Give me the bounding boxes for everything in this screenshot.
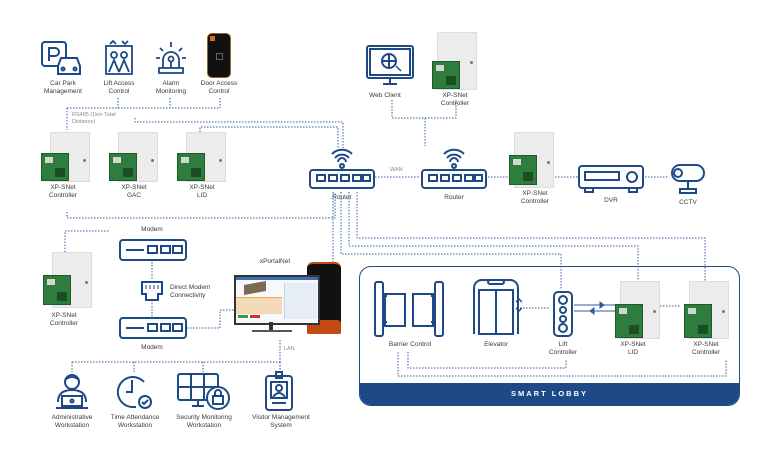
barrier-gate-icon[interactable] bbox=[373, 280, 445, 343]
circuit-board-icon bbox=[43, 275, 71, 305]
car-park-label: Car Park Management bbox=[44, 80, 82, 95]
remote-controller-label: XP-SNet Controller bbox=[440, 92, 470, 107]
lift-access-label: Lift Access Control bbox=[103, 80, 135, 95]
lift-access-icon bbox=[104, 39, 134, 81]
alarm-icon bbox=[154, 40, 188, 81]
site-controller-label: XP-SNet Controller bbox=[520, 190, 550, 205]
router-lift-line bbox=[340, 192, 562, 290]
smart-lobby-panel: SMART LOBBY bbox=[359, 266, 740, 406]
lobby-bottom-line-2 bbox=[397, 352, 727, 377]
gac-panel[interactable] bbox=[109, 132, 158, 182]
wan-label: WAN bbox=[390, 167, 403, 173]
lobby-bottom-line-1 bbox=[407, 352, 567, 369]
controller-to-router-line-1 bbox=[134, 118, 344, 148]
cctv-label: CCTV bbox=[679, 199, 697, 206]
controller-to-router-line-2 bbox=[199, 126, 339, 148]
id-badge-icon[interactable] bbox=[262, 370, 296, 417]
time-attendance-label: Time Attendance Workstation bbox=[110, 414, 160, 429]
router-main-label: Router bbox=[332, 194, 352, 201]
modem-top-icon[interactable] bbox=[118, 238, 188, 267]
circuit-board-icon bbox=[109, 153, 137, 181]
dvr-icon[interactable] bbox=[577, 164, 645, 199]
remote-controller-panel[interactable] bbox=[432, 32, 477, 90]
monitor-screen[interactable] bbox=[234, 275, 320, 325]
router-main-icon[interactable] bbox=[308, 142, 376, 197]
rs485-note: RS485 (1km Total Distance) bbox=[72, 112, 116, 125]
router-remote-icon[interactable] bbox=[420, 142, 488, 197]
gac-label: XP-SNet GAC bbox=[121, 184, 147, 199]
visitor-management-label: Visitor Management System bbox=[252, 414, 310, 429]
monitor-stand bbox=[269, 322, 273, 330]
web-client-line bbox=[391, 100, 457, 146]
router-remote-label: Router bbox=[444, 194, 464, 201]
door-access-label: Door Access Control bbox=[200, 80, 238, 95]
direct-modem-label: Direct Modem Connectivity bbox=[170, 284, 211, 299]
lid-panel[interactable] bbox=[177, 132, 226, 182]
alarm-label: Alarm Monitoring bbox=[155, 80, 187, 95]
modem-controller-label: XP-SNet Controller bbox=[49, 312, 79, 327]
dvr-label: DVR bbox=[604, 197, 618, 204]
hardware-photo bbox=[244, 281, 266, 295]
smart-lobby-title: SMART LOBBY bbox=[360, 383, 739, 405]
router-lid-line bbox=[348, 192, 639, 282]
car-park-icon bbox=[40, 40, 84, 83]
lift-controller-label: Lift Controller bbox=[548, 341, 578, 356]
circuit-board-icon bbox=[432, 61, 460, 89]
lobby-controller-panel[interactable] bbox=[684, 281, 729, 339]
circuit-board-icon bbox=[41, 153, 69, 181]
monitor-base bbox=[252, 330, 292, 332]
modem-bottom-icon[interactable] bbox=[118, 316, 188, 345]
modem-bottom-label: Modem bbox=[141, 344, 163, 351]
ethernet-port-icon bbox=[140, 280, 164, 307]
elevator-label: Elevator bbox=[484, 341, 508, 348]
web-client-label: Web Client bbox=[369, 92, 401, 99]
lobby-controller-label: XP-SNet Controller bbox=[691, 341, 721, 356]
modem-controller-line bbox=[64, 230, 110, 258]
admin-workstation-label: Administrative Workstation bbox=[51, 414, 93, 429]
modem-pc-line bbox=[187, 309, 236, 329]
monitor-lock-icon[interactable] bbox=[176, 372, 232, 417]
site-controller-panel[interactable] bbox=[509, 132, 554, 188]
circuit-board-icon bbox=[615, 304, 643, 338]
controller-panel[interactable] bbox=[41, 132, 90, 182]
lid-label: XP-SNet LID bbox=[189, 184, 215, 199]
circuit-board-icon bbox=[509, 155, 537, 185]
modem-controller-panel[interactable] bbox=[43, 252, 92, 308]
lobby-lid-panel[interactable] bbox=[615, 281, 660, 339]
reader-sensor bbox=[216, 53, 223, 60]
cctv-icon[interactable] bbox=[668, 163, 708, 202]
lan-label: LAN bbox=[284, 346, 295, 352]
lobby-lid-label: XP-SNet LID bbox=[620, 341, 646, 356]
circuit-board-icon bbox=[684, 304, 712, 338]
door-reader-icon bbox=[207, 33, 231, 78]
xportalnet-label: xPortalNet bbox=[259, 258, 291, 265]
reader-logo bbox=[210, 36, 215, 41]
modem-top-label: Modem bbox=[141, 226, 163, 233]
controller-label: XP-SNet Controller bbox=[48, 184, 78, 199]
admin-user-icon[interactable] bbox=[52, 372, 92, 417]
barrier-control-label: Barrier Control bbox=[388, 341, 432, 348]
elevator-icon[interactable] bbox=[470, 278, 523, 341]
web-client-icon[interactable] bbox=[365, 44, 415, 93]
lift-controller-icon[interactable] bbox=[552, 290, 574, 343]
security-monitoring-label: Security Monitoring Workstation bbox=[176, 414, 232, 429]
clock-check-icon[interactable] bbox=[114, 372, 154, 417]
left-bus-line bbox=[66, 192, 336, 219]
router-lobby-controller-line bbox=[356, 192, 706, 282]
rs485-bus-line bbox=[66, 98, 221, 130]
circuit-board-icon bbox=[177, 153, 205, 181]
